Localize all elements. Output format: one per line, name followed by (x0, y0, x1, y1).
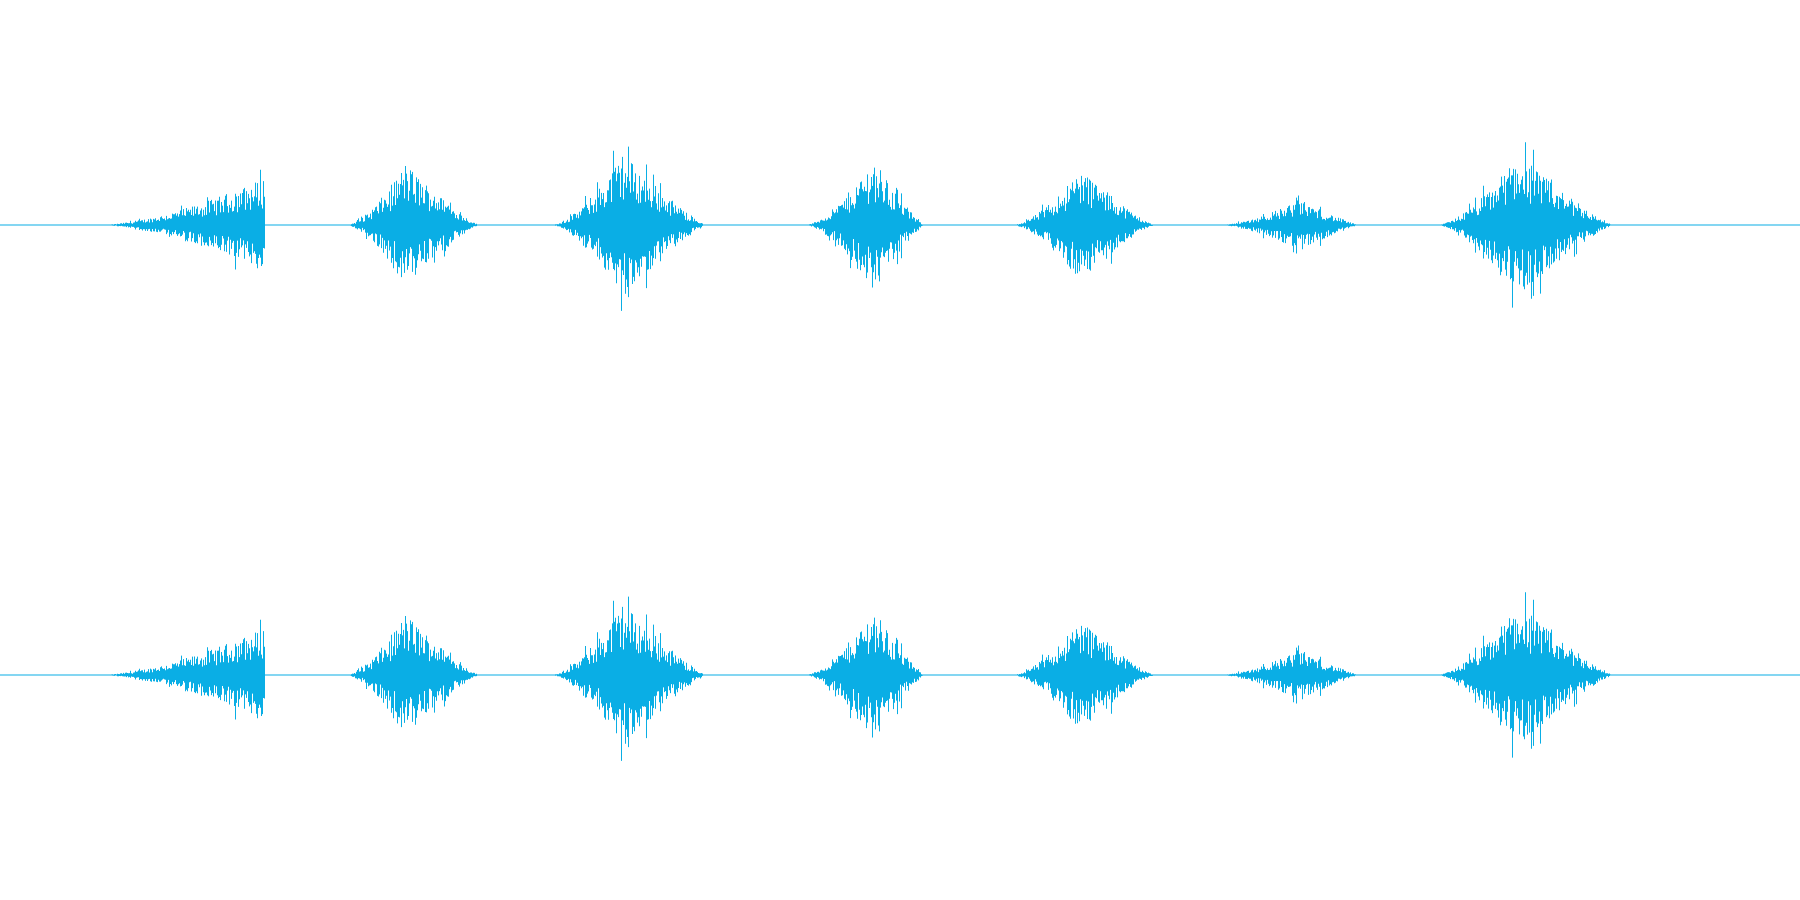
channel-1-waveform (111, 142, 1611, 311)
channel-2-track (0, 592, 1800, 761)
channel-2-waveform (111, 592, 1611, 761)
channel-1-track (0, 142, 1800, 311)
